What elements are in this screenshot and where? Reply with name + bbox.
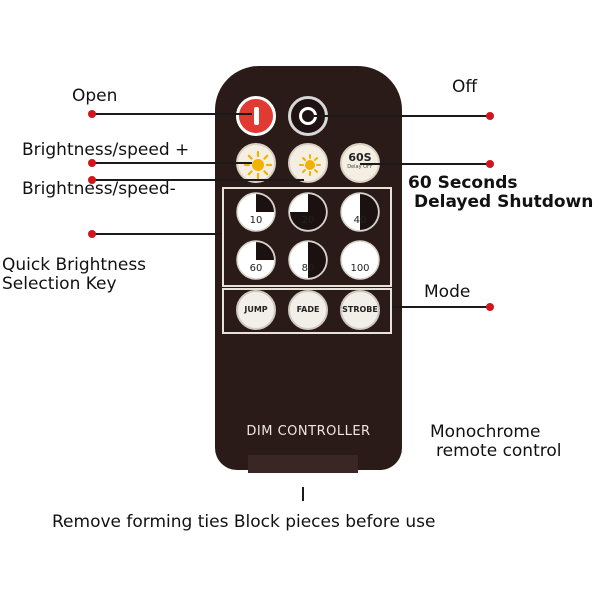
power-icon [254,107,259,125]
delay-button-sublabel: Delay OFF [347,164,373,170]
level-80-label: 80 [301,263,315,274]
footer-tick [302,487,304,501]
mode-callout-line [392,306,490,308]
level-10-label: 10 [249,215,263,226]
level-40-button[interactable]: 40 [340,192,380,232]
mono-label-line1: Monochrome [430,422,541,442]
level-60-label: 60 [249,263,263,274]
mode-callout-dot [486,303,494,311]
level-60-icon [236,240,276,280]
delay-callout-line [360,163,490,165]
open-button[interactable] [236,96,276,136]
off-callout-line [310,115,490,117]
footer-note: Remove forming ties Block pieces before … [52,512,436,532]
level-40-label: 40 [353,215,367,226]
fade-button[interactable]: FADE [288,290,328,330]
brightness-plus-callout-dot [88,159,96,167]
sun-large-icon [243,150,273,180]
quick-brightness-group [222,187,392,287]
off-label: Off [452,77,478,97]
level-10-icon [236,192,276,232]
delay-label-line2: Delayed Shutdown [414,192,594,212]
brightness-minus-callout-line [92,179,304,181]
delay-button-label: 60S [348,151,372,164]
level-20-icon [288,192,328,232]
level-20-label: 20 [301,215,315,226]
mono-label-line2: remote control [436,441,562,461]
open-callout-line [92,113,252,115]
quick-callout-line [92,233,222,235]
sun-small-icon [299,154,321,176]
off-callout-dot [486,112,494,120]
jump-button[interactable]: JUMP [236,290,276,330]
level-100-label: 100 [350,263,370,274]
level-80-icon [288,240,328,280]
quick-label-line1: Quick Brightness [2,255,147,275]
strobe-button[interactable]: STROBE [340,290,380,330]
level-100-button[interactable]: 100 [340,240,380,280]
level-10-button[interactable]: 10 [236,192,276,232]
level-100-icon [340,240,380,280]
brightness-plus-callout-line [92,162,252,164]
remote-battery-cover [248,455,358,473]
level-20-button[interactable]: 20 [288,192,328,232]
mode-label: Mode [424,282,471,302]
open-callout-dot [88,110,96,118]
brightness-plus-label: Brightness/speed + [22,140,190,160]
delay-callout-dot [486,160,494,168]
mode-group [222,288,392,334]
level-60-button[interactable]: 60 [236,240,276,280]
brightness-minus-button[interactable] [288,143,328,183]
delay-label-line1: 60 Seconds [408,173,518,193]
quick-callout-dot [88,230,96,238]
level-80-button[interactable]: 80 [288,240,328,280]
level-40-icon [340,192,380,232]
brightness-minus-callout-dot [88,176,96,184]
brand-label: DIM CONTROLLER [246,424,371,439]
open-label: Open [72,86,118,106]
brightness-minus-label: Brightness/speed- [22,179,176,199]
quick-label-line2: Selection Key [2,274,117,294]
